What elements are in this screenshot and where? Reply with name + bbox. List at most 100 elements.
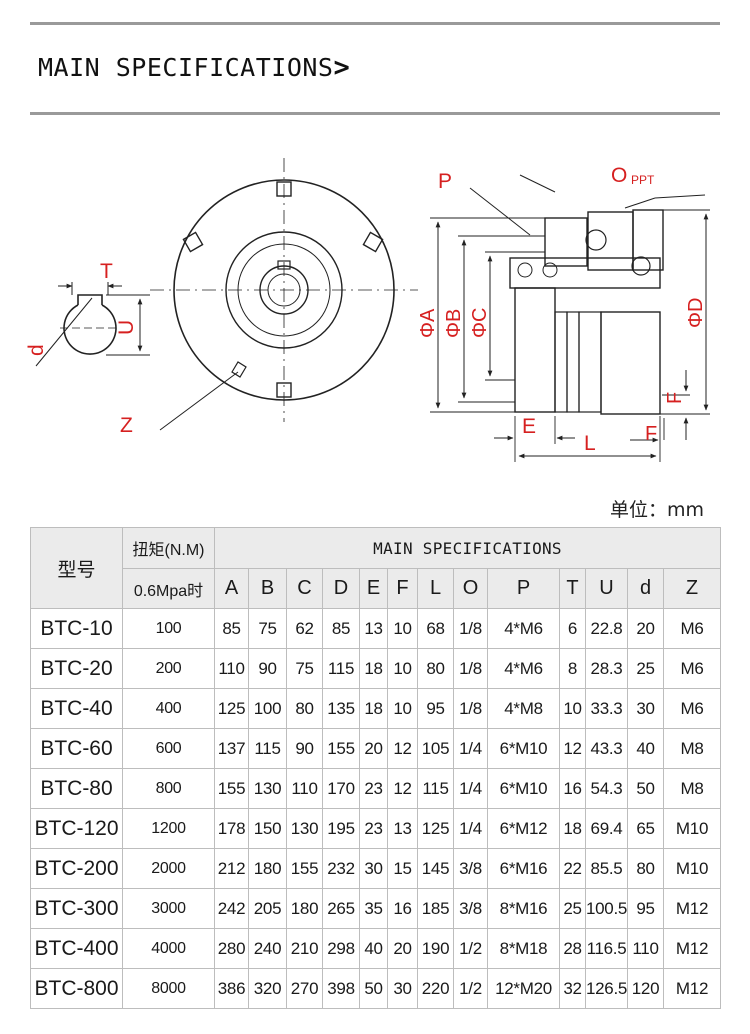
dim-cell-C: 210 xyxy=(286,928,323,969)
label-L: L xyxy=(584,432,596,455)
dim-cell-B: 150 xyxy=(248,808,287,849)
dim-cell-D: 265 xyxy=(322,888,360,929)
dim-cell-T: 22 xyxy=(559,848,586,889)
dim-cell-L: 105 xyxy=(417,728,454,769)
torque-header: 扭矩(N.M) xyxy=(122,527,215,569)
dim-cell-A: 242 xyxy=(214,888,249,929)
dimension-labels: T U d Z P O PPT ΦA ΦB ΦC ΦD E L F F xyxy=(25,164,707,455)
dim-cell-C: 62 xyxy=(286,608,323,649)
page-title: MAIN SPECIFICATIONS> xyxy=(38,52,351,83)
dim-cell-O: 1/4 xyxy=(453,728,488,769)
dim-cell-A: 280 xyxy=(214,928,249,969)
dim-cell-d: 95 xyxy=(627,888,664,929)
dim-cell-T: 18 xyxy=(559,808,586,849)
dim-cell-U: 116.5 xyxy=(585,928,628,969)
dim-cell-F: 16 xyxy=(387,888,418,929)
torque-cell: 200 xyxy=(122,648,215,689)
dim-cell-T: 28 xyxy=(559,928,586,969)
dim-cell-d: 65 xyxy=(627,808,664,849)
model-cell: BTC-300 xyxy=(30,888,123,929)
dim-cell-L: 145 xyxy=(417,848,454,889)
dim-cell-Z: M10 xyxy=(662,808,722,849)
dim-cell-T: 32 xyxy=(559,968,586,1009)
label-T: T xyxy=(100,260,113,283)
dim-cell-L: 125 xyxy=(417,808,454,849)
dim-header: B xyxy=(248,568,287,609)
dim-header: L xyxy=(417,568,454,609)
dim-cell-O: 1/8 xyxy=(453,648,488,689)
dim-cell-E: 23 xyxy=(359,808,388,849)
label-U: U xyxy=(115,320,138,335)
dim-cell-O: 1/2 xyxy=(453,928,488,969)
dim-header: C xyxy=(286,568,323,609)
dim-cell-L: 220 xyxy=(417,968,454,1009)
dim-cell-d: 120 xyxy=(627,968,664,1009)
dim-cell-P: 8*M18 xyxy=(487,928,560,969)
dim-cell-C: 270 xyxy=(286,968,323,1009)
dim-cell-A: 155 xyxy=(214,768,249,809)
dim-cell-L: 115 xyxy=(417,768,454,809)
dim-cell-B: 115 xyxy=(248,728,287,769)
dim-cell-d: 25 xyxy=(627,648,664,689)
dim-cell-U: 126.5 xyxy=(585,968,628,1009)
header-row: 型号 扭矩(N.M) MAIN SPECIFICATIONS xyxy=(30,527,722,609)
dim-cell-D: 115 xyxy=(322,648,360,689)
dim-cell-O: 1/2 xyxy=(453,968,488,1009)
dim-cell-d: 80 xyxy=(627,848,664,889)
dim-cell-A: 85 xyxy=(214,608,249,649)
dim-cell-F: 10 xyxy=(387,608,418,649)
dim-header: E xyxy=(359,568,388,609)
dim-cell-T: 6 xyxy=(559,608,586,649)
dim-cell-B: 320 xyxy=(248,968,287,1009)
dim-cell-U: 22.8 xyxy=(585,608,628,649)
torque-cell: 1200 xyxy=(122,808,215,849)
dim-cell-B: 130 xyxy=(248,768,287,809)
dim-cell-D: 195 xyxy=(322,808,360,849)
dim-cell-U: 100.5 xyxy=(585,888,628,929)
dim-cell-E: 50 xyxy=(359,968,388,1009)
dim-cell-T: 16 xyxy=(559,768,586,809)
dim-header: O xyxy=(453,568,488,609)
model-cell: BTC-60 xyxy=(30,728,123,769)
dim-cell-d: 110 xyxy=(627,928,664,969)
dim-cell-C: 90 xyxy=(286,728,323,769)
title-underline xyxy=(30,112,720,115)
dim-cell-F: 20 xyxy=(387,928,418,969)
label-F-vertical: F xyxy=(664,392,686,404)
dim-cell-A: 178 xyxy=(214,808,249,849)
technical-drawing: T U d Z P O PPT ΦA ΦB ΦC ΦD E L F F xyxy=(25,158,710,462)
dim-cell-T: 8 xyxy=(559,648,586,689)
dim-cell-Z: M6 xyxy=(662,608,722,649)
model-cell: BTC-10 xyxy=(30,608,123,649)
dim-cell-C: 80 xyxy=(286,688,323,729)
dim-cell-T: 12 xyxy=(559,728,586,769)
dim-cell-E: 23 xyxy=(359,768,388,809)
dim-cell-E: 30 xyxy=(359,848,388,889)
side-view xyxy=(430,174,710,462)
torque-cell: 2000 xyxy=(122,848,215,889)
dim-cell-D: 155 xyxy=(322,728,360,769)
model-cell: BTC-80 xyxy=(30,768,123,809)
dim-cell-Z: M12 xyxy=(662,968,722,1009)
dim-cell-F: 13 xyxy=(387,808,418,849)
dim-cell-B: 90 xyxy=(248,648,287,689)
dim-cell-F: 12 xyxy=(387,768,418,809)
dim-cell-E: 20 xyxy=(359,728,388,769)
dim-cell-P: 6*M10 xyxy=(487,768,560,809)
dim-cell-U: 69.4 xyxy=(585,808,628,849)
torque-cell: 400 xyxy=(122,688,215,729)
dim-cell-A: 125 xyxy=(214,688,249,729)
label-phiD: ΦD xyxy=(685,298,707,328)
label-phiC: ΦC xyxy=(469,308,491,338)
dim-cell-E: 18 xyxy=(359,688,388,729)
dim-cell-P: 6*M12 xyxy=(487,808,560,849)
dim-cell-O: 3/8 xyxy=(453,848,488,889)
dim-cell-D: 135 xyxy=(322,688,360,729)
model-cell: BTC-800 xyxy=(30,968,123,1009)
dim-cell-U: 33.3 xyxy=(585,688,628,729)
dim-cell-Z: M6 xyxy=(662,688,722,729)
